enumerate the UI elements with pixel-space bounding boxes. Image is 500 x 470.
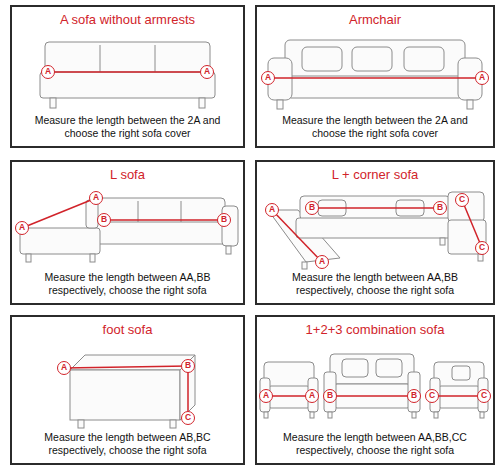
callout-marker: C [455,193,469,207]
callout-marker: A [265,203,279,217]
callout-marker: A [89,191,103,205]
callout-marker: C [477,389,491,403]
callout-marker: A [259,389,273,403]
callout-marker: B [407,389,421,403]
callout-marker: C [475,241,489,255]
callout-marker: A [57,361,71,375]
sofa-panel: 1+2+3 combination sofaMeasure the length… [255,315,495,465]
callout-marker: B [181,359,195,373]
panel-description: Measure the length between the 2A and ch… [279,114,471,140]
panel-title: A sofa without armrests [60,12,195,28]
sofa-panel: L + corner sofaMeasure the length betwee… [255,160,495,305]
callout-marker: A [200,65,214,79]
callout-marker: B [97,213,111,227]
callout-marker: B [217,213,231,227]
callout-marker: A [41,65,55,79]
callout-marker: C [425,389,439,403]
callout-marker: A [475,71,489,85]
panel-description: Measure the length between AB,BC respect… [26,431,230,457]
panel-title: L + corner sofa [332,167,419,183]
panel-title: L sofa [110,167,145,183]
callout-marker: C [181,411,195,425]
panel-description: Measure the length between AA,BB respect… [273,271,477,297]
panel-description: Measure the length between AA,BB,CC resp… [268,431,482,457]
panel-title: 1+2+3 combination sofa [306,322,445,338]
panel-description: Measure the length between AA,BB respect… [26,271,230,297]
panel-title: foot sofa [103,322,153,338]
callout-marker: B [305,201,319,215]
callout-marker: A [15,221,29,235]
panel-title: Armchair [349,12,401,28]
callout-marker: A [261,71,275,85]
callout-marker: B [323,389,337,403]
callout-marker: A [305,389,319,403]
sofa-panel: foot sofaMeasure the length between AB,B… [10,315,245,465]
callout-marker: A [315,255,329,269]
callout-marker: B [433,201,447,215]
panel-description: Measure the length between the 2A and ch… [32,114,224,140]
sofa-panel: ArmchairMeasure the length between the 2… [255,5,495,148]
sofa-panel: L sofaMeasure the length between AA,BB r… [10,160,245,305]
